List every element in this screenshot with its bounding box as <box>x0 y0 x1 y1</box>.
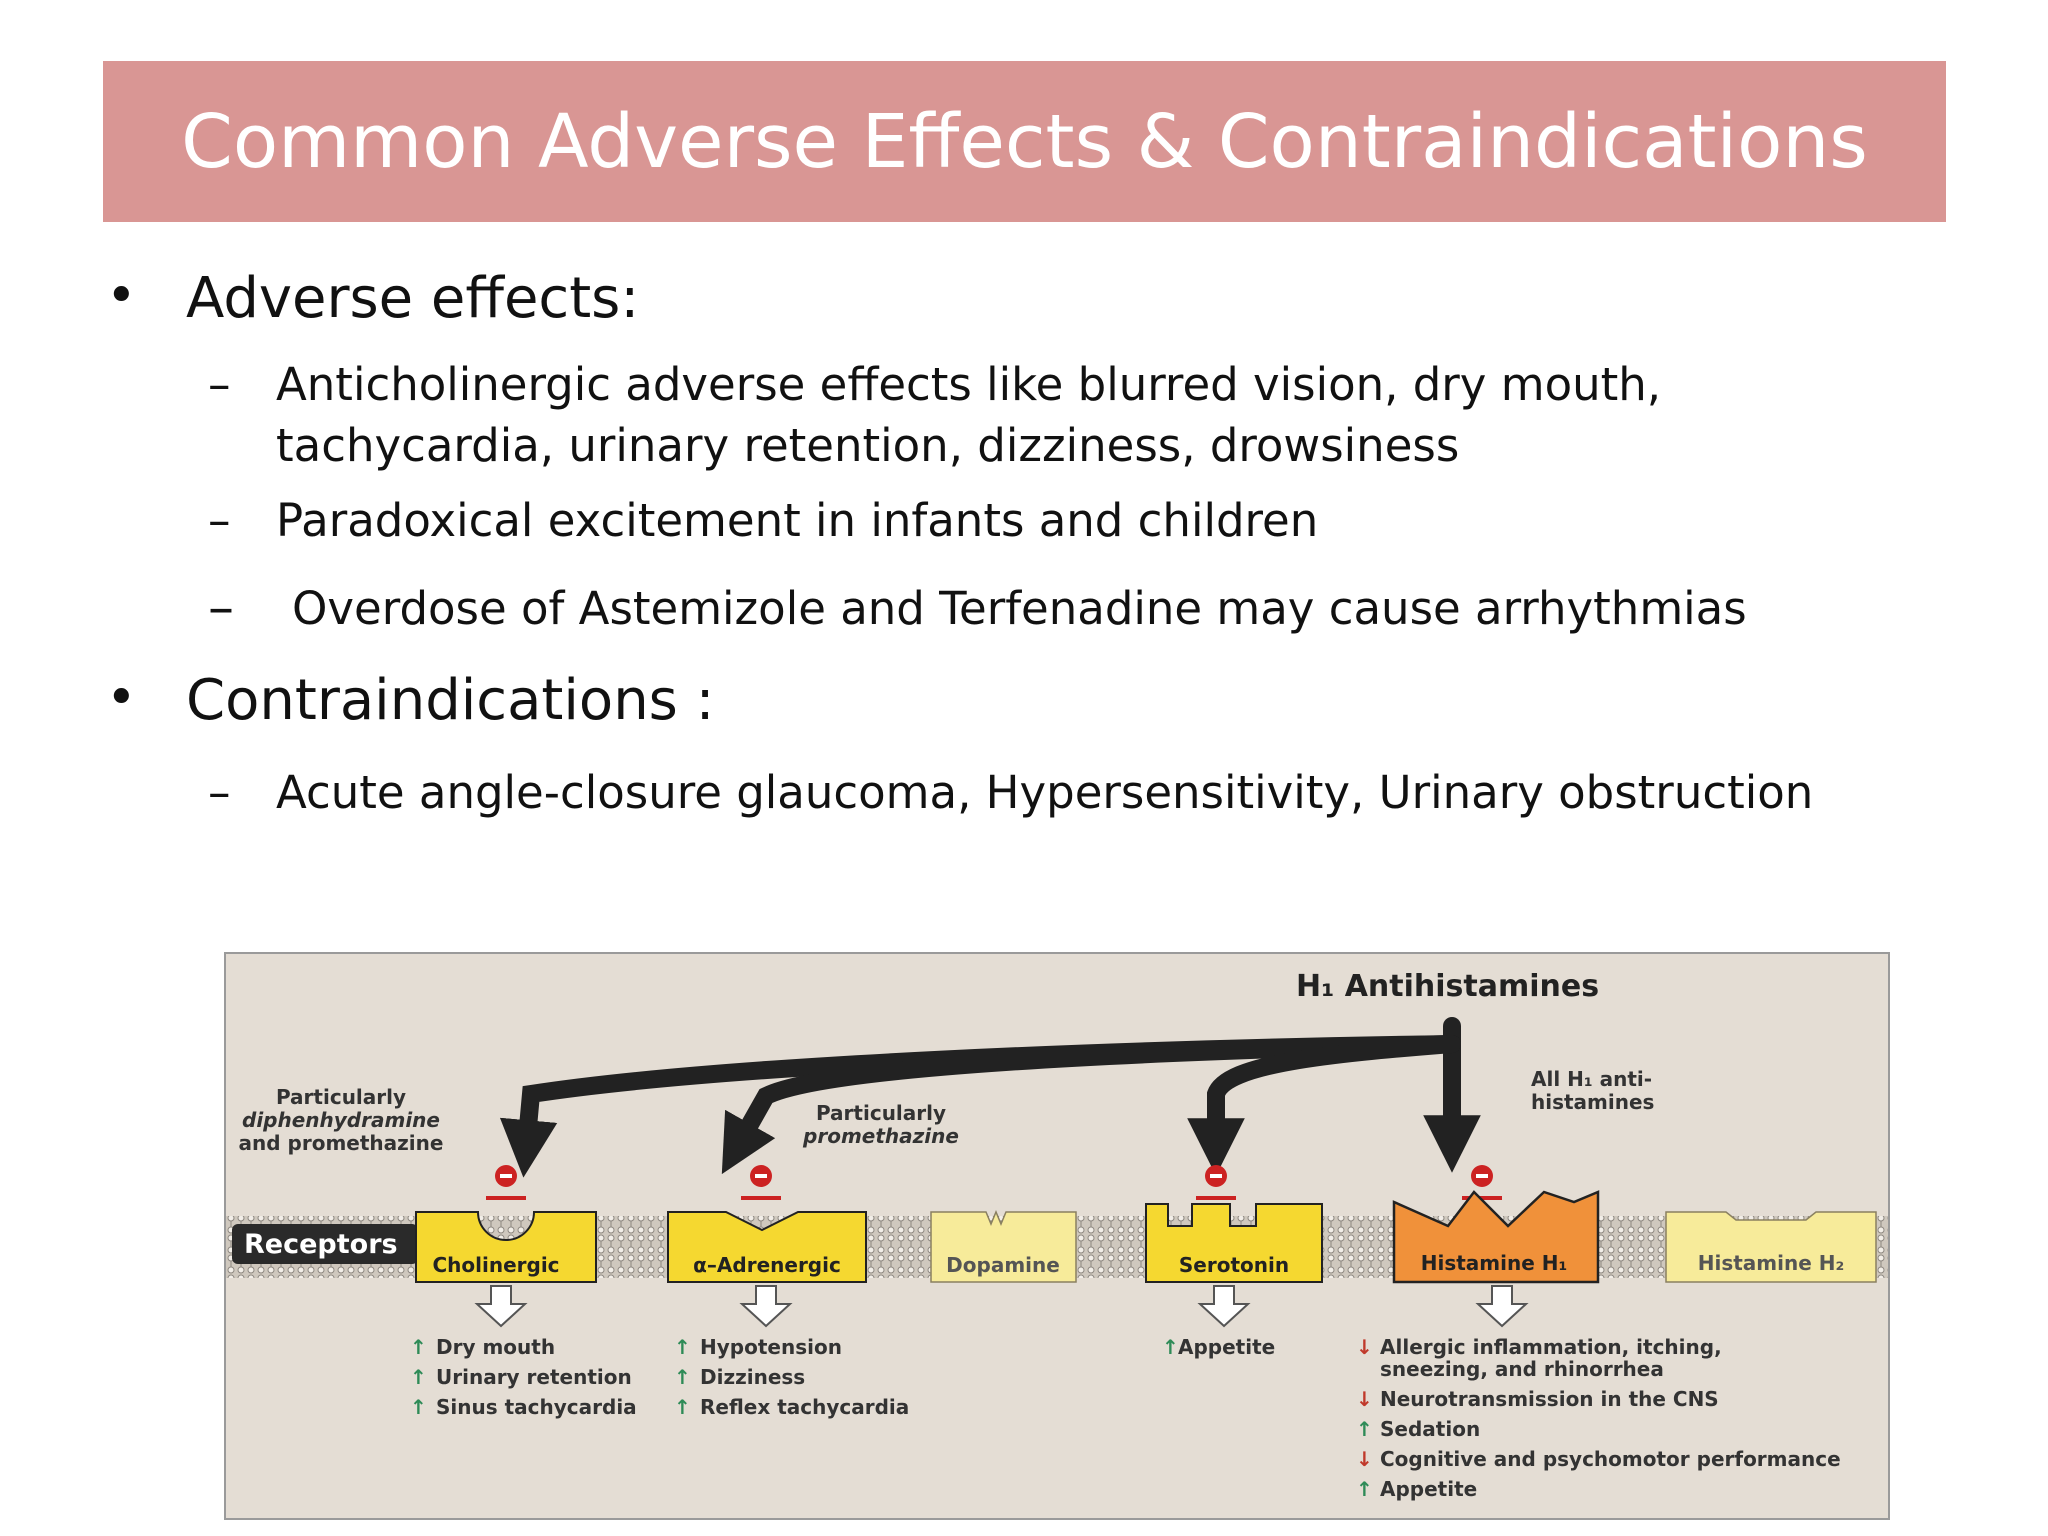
sub-item-paradoxical: – Paradoxical excitement in infants and … <box>208 490 1319 551</box>
effect-text: sneezing, and rhinorrhea <box>1380 1357 1664 1381</box>
receptor-label: Histamine H₂ <box>1698 1251 1845 1275</box>
inhibition-arrows <box>499 1017 1481 1178</box>
up-arrow-icon: ↑ <box>674 1335 691 1359</box>
effect-text: Sedation <box>1380 1417 1480 1441</box>
effect-text: Allergic inflammation, itching, <box>1380 1335 1722 1359</box>
up-arrow-icon: ↑ <box>1162 1335 1179 1359</box>
receptor-label: Serotonin <box>1179 1253 1289 1277</box>
effect-text: Neurotransmission in the CNS <box>1380 1387 1719 1411</box>
sub-item-overdose: – Overdose of Astemizole and Terfenadine… <box>208 578 1747 639</box>
effects-cholinergic: ↑ Dry mouth ↑ Urinary retention ↑ Sinus tac… <box>410 1335 637 1419</box>
sub-item-line: Acute angle-closure glaucoma, Hypersensi… <box>276 766 1814 819</box>
effect-arrows <box>474 1285 1529 1328</box>
sub-item-anticholinergic: – Anticholinergic adverse effects like b… <box>208 354 1836 476</box>
effects-serotonin: ↑Appetite <box>1162 1335 1275 1359</box>
receptors-label-bg <box>232 1224 418 1264</box>
note-mid: Particularly promethazine <box>802 1101 959 1148</box>
down-arrow-icon: ↓ <box>1356 1387 1373 1411</box>
receptor-dopamine: Dopamine <box>930 1210 1077 1283</box>
antihistamine-diagram: H₁ Antihistamines Particularly diphenhyd… <box>226 969 1888 1501</box>
down-arrow-icon: ↓ <box>1356 1447 1373 1471</box>
effect-text: Dizziness <box>700 1365 805 1389</box>
receptors-label: Receptors <box>244 1229 398 1260</box>
effect-text: Sinus tachycardia <box>436 1395 637 1419</box>
block-symbols <box>486 1165 1502 1200</box>
note-text: promethazine <box>802 1124 959 1148</box>
up-arrow-icon: ↑ <box>410 1395 427 1419</box>
note-text: Particularly <box>816 1101 946 1125</box>
receptor-label: Cholinergic <box>432 1253 559 1277</box>
up-arrow-icon: ↑ <box>674 1365 691 1389</box>
up-arrow-icon: ↑ <box>410 1365 427 1389</box>
effect-text: Reflex tachycardia <box>700 1395 909 1419</box>
effects-adrenergic: ↑ Hypotension ↑ Dizziness ↑ Reflex tachycar… <box>674 1335 909 1419</box>
sub-item-glaucoma: – Acute angle-closure glaucoma, Hypersen… <box>208 762 1814 823</box>
effects-histamine-h1: ↓ Allergic inflammation, itching, sneezin… <box>1356 1335 1841 1501</box>
note-text: diphenhydramine <box>242 1108 440 1132</box>
receptor-label: Histamine H₁ <box>1421 1251 1568 1275</box>
block-icon <box>1462 1165 1502 1200</box>
heading-contraindications: Contraindications : <box>186 668 715 733</box>
sub-item-line: Paradoxical excitement in infants and ch… <box>276 494 1319 547</box>
dash-glyph: – <box>208 766 231 819</box>
up-arrow-icon: ↑ <box>1356 1417 1373 1441</box>
note-left: Particularly diphenhydramine and prometh… <box>239 1085 444 1155</box>
note-right: All H₁ anti- histamines <box>1531 1067 1654 1114</box>
effect-text: Urinary retention <box>436 1365 632 1389</box>
bullet-glyph: • <box>106 668 137 728</box>
bullet-contraindications: • Contraindications : <box>106 668 715 733</box>
note-text: Particularly <box>276 1085 406 1109</box>
antihistamine-figure: H₁ Antihistamines Particularly diphenhyd… <box>224 952 1890 1520</box>
receptor-serotonin: Serotonin <box>1145 1203 1323 1283</box>
note-text: All H₁ anti- <box>1531 1067 1652 1091</box>
slide-title: Common Adverse Effects & Contraindicatio… <box>181 98 1868 185</box>
title-bar: Common Adverse Effects & Contraindicatio… <box>103 61 1946 222</box>
receptor-label: α–Adrenergic <box>693 1253 841 1277</box>
receptor-cholinergic: Cholinergic <box>415 1211 597 1283</box>
effect-text: Cognitive and psychomotor performance <box>1380 1447 1841 1471</box>
sub-item-line: tachycardia, urinary retention, dizzines… <box>276 419 1460 472</box>
effect-text: Hypotension <box>700 1335 842 1359</box>
effect-text: Appetite <box>1380 1477 1477 1501</box>
receptor-adrenergic: α–Adrenergic <box>667 1211 867 1283</box>
note-text: and promethazine <box>239 1131 444 1155</box>
dash-glyph: – <box>208 578 234 638</box>
dash-glyph: – <box>208 494 231 547</box>
bullet-adverse-effects: • Adverse effects: <box>106 266 640 331</box>
up-arrow-icon: ↑ <box>1356 1477 1373 1501</box>
block-icon <box>741 1165 781 1200</box>
down-arrow-icon: ↓ <box>1356 1335 1373 1359</box>
receptor-label: Dopamine <box>946 1253 1060 1277</box>
sub-item-line: Anticholinergic adverse effects like blu… <box>276 358 1662 411</box>
slide-content: • Adverse effects: – Anticholinergic adv… <box>106 266 1836 823</box>
figure-title: H₁ Antihistamines <box>1296 969 1599 1004</box>
block-icon <box>486 1165 526 1200</box>
up-arrow-icon: ↑ <box>674 1395 691 1419</box>
up-arrow-icon: ↑ <box>410 1335 427 1359</box>
bullet-glyph: • <box>106 266 137 326</box>
heading-adverse-effects: Adverse effects: <box>186 266 640 331</box>
note-text: histamines <box>1531 1090 1654 1114</box>
receptor-histamine-h1: Histamine H₁ <box>1392 1190 1600 1284</box>
dash-glyph: – <box>208 358 231 411</box>
receptor-histamine-h2: Histamine H₂ <box>1665 1211 1877 1283</box>
sub-item-line: Overdose of Astemizole and Terfenadine m… <box>292 582 1747 635</box>
effect-text: Dry mouth <box>436 1335 555 1359</box>
block-icon <box>1196 1165 1236 1200</box>
effect-text: Appetite <box>1178 1335 1275 1359</box>
